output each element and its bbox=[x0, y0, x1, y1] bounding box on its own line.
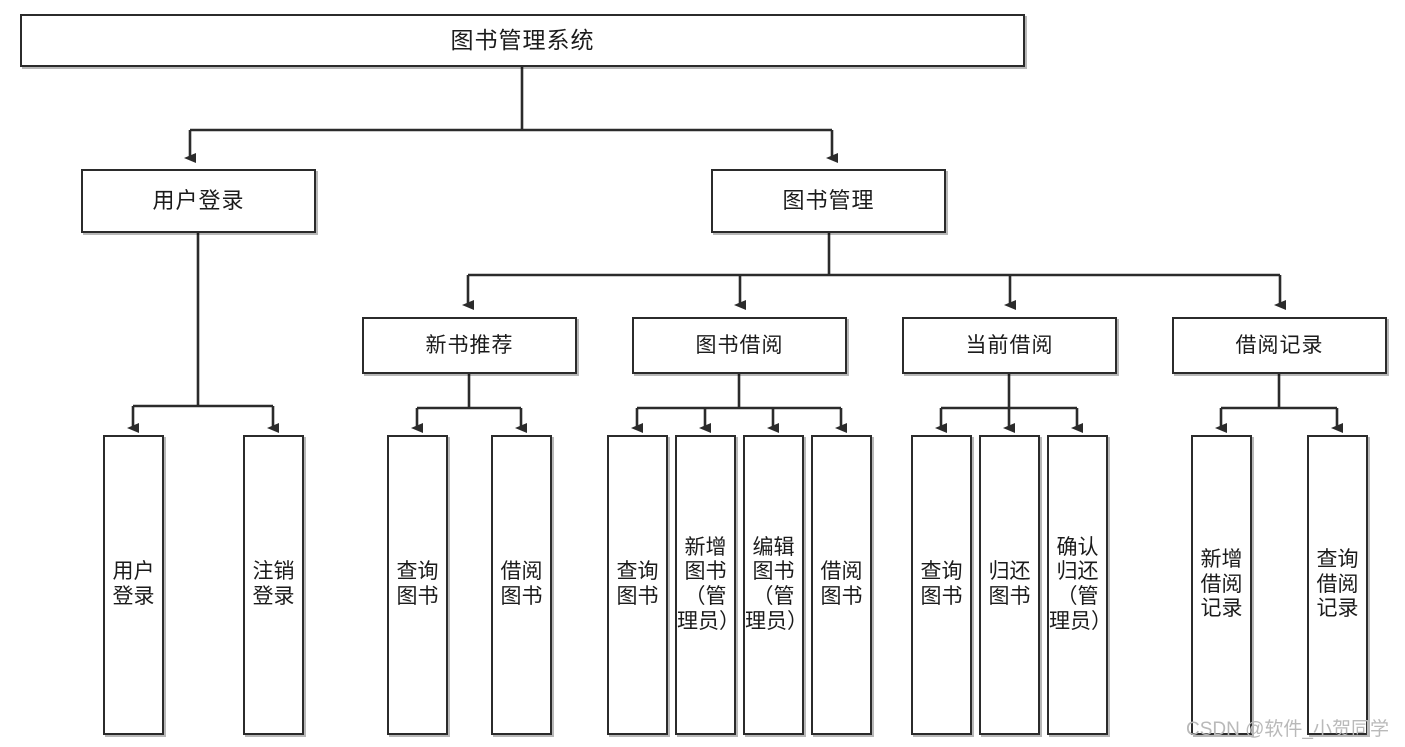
leaf-current-borrow-confirm-return-admin[interactable]: 确认归还（管理员） bbox=[1047, 435, 1112, 735]
node-label: 图书借阅 bbox=[695, 333, 784, 357]
node-label: 借阅记录 bbox=[1235, 333, 1324, 357]
node-label: 确认归还（管理员） bbox=[1049, 535, 1112, 633]
node-label: 编辑图书（管理员） bbox=[745, 535, 808, 633]
leaf-book-borrow-edit-book-admin[interactable]: 编辑图书（管理员） bbox=[743, 435, 808, 735]
leaf-book-borrow-query-book[interactable]: 查询图书 bbox=[607, 435, 668, 735]
leaf-book-borrow-borrow-book[interactable]: 借阅图书 bbox=[811, 435, 872, 735]
node-user-login[interactable]: 用户登录 bbox=[81, 169, 316, 233]
leaf-borrow-record-add-record[interactable]: 新增借阅记录 bbox=[1191, 435, 1252, 735]
leaf-new-book-query-book[interactable]: 查询图书 bbox=[387, 435, 448, 735]
node-label: 图书管理 bbox=[782, 187, 875, 213]
node-label: 借阅图书 bbox=[820, 560, 863, 608]
leaf-user-login-login[interactable]: 用户登录 bbox=[103, 435, 164, 735]
leaf-borrow-record-query-record[interactable]: 查询借阅记录 bbox=[1307, 435, 1368, 735]
node-label: 用户登录 bbox=[112, 560, 155, 608]
node-book-borrow[interactable]: 图书借阅 bbox=[632, 317, 847, 374]
leaf-book-borrow-add-book-admin[interactable]: 新增图书（管理员） bbox=[675, 435, 740, 735]
node-label: 新增借阅记录 bbox=[1200, 548, 1243, 621]
leaf-current-borrow-query-book[interactable]: 查询图书 bbox=[911, 435, 972, 735]
node-label: 当前借阅 bbox=[965, 333, 1054, 357]
node-label: 新增图书（管理员） bbox=[677, 535, 740, 633]
node-label: 借阅图书 bbox=[500, 560, 543, 608]
node-book-management-system[interactable]: 图书管理系统 bbox=[20, 14, 1025, 67]
node-borrow-record[interactable]: 借阅记录 bbox=[1172, 317, 1387, 374]
node-book-management[interactable]: 图书管理 bbox=[711, 169, 946, 233]
node-new-book-recommend[interactable]: 新书推荐 bbox=[362, 317, 577, 374]
node-label: 图书管理系统 bbox=[450, 26, 595, 53]
watermark: CSDN @软件_小贺同学 bbox=[1186, 719, 1389, 740]
leaf-current-borrow-return-book[interactable]: 归还图书 bbox=[979, 435, 1040, 735]
node-label: 新书推荐 bbox=[425, 333, 514, 357]
leaf-user-login-logout[interactable]: 注销登录 bbox=[243, 435, 304, 735]
node-label: 查询图书 bbox=[920, 560, 963, 608]
node-label: 查询借阅记录 bbox=[1316, 548, 1359, 621]
node-current-borrow[interactable]: 当前借阅 bbox=[902, 317, 1117, 374]
node-label: 用户登录 bbox=[152, 187, 245, 213]
leaf-new-book-borrow-book[interactable]: 借阅图书 bbox=[491, 435, 552, 735]
node-label: 查询图书 bbox=[616, 560, 659, 608]
node-label: 归还图书 bbox=[988, 560, 1031, 608]
node-label: 注销登录 bbox=[252, 560, 295, 608]
node-label: 查询图书 bbox=[396, 560, 439, 608]
